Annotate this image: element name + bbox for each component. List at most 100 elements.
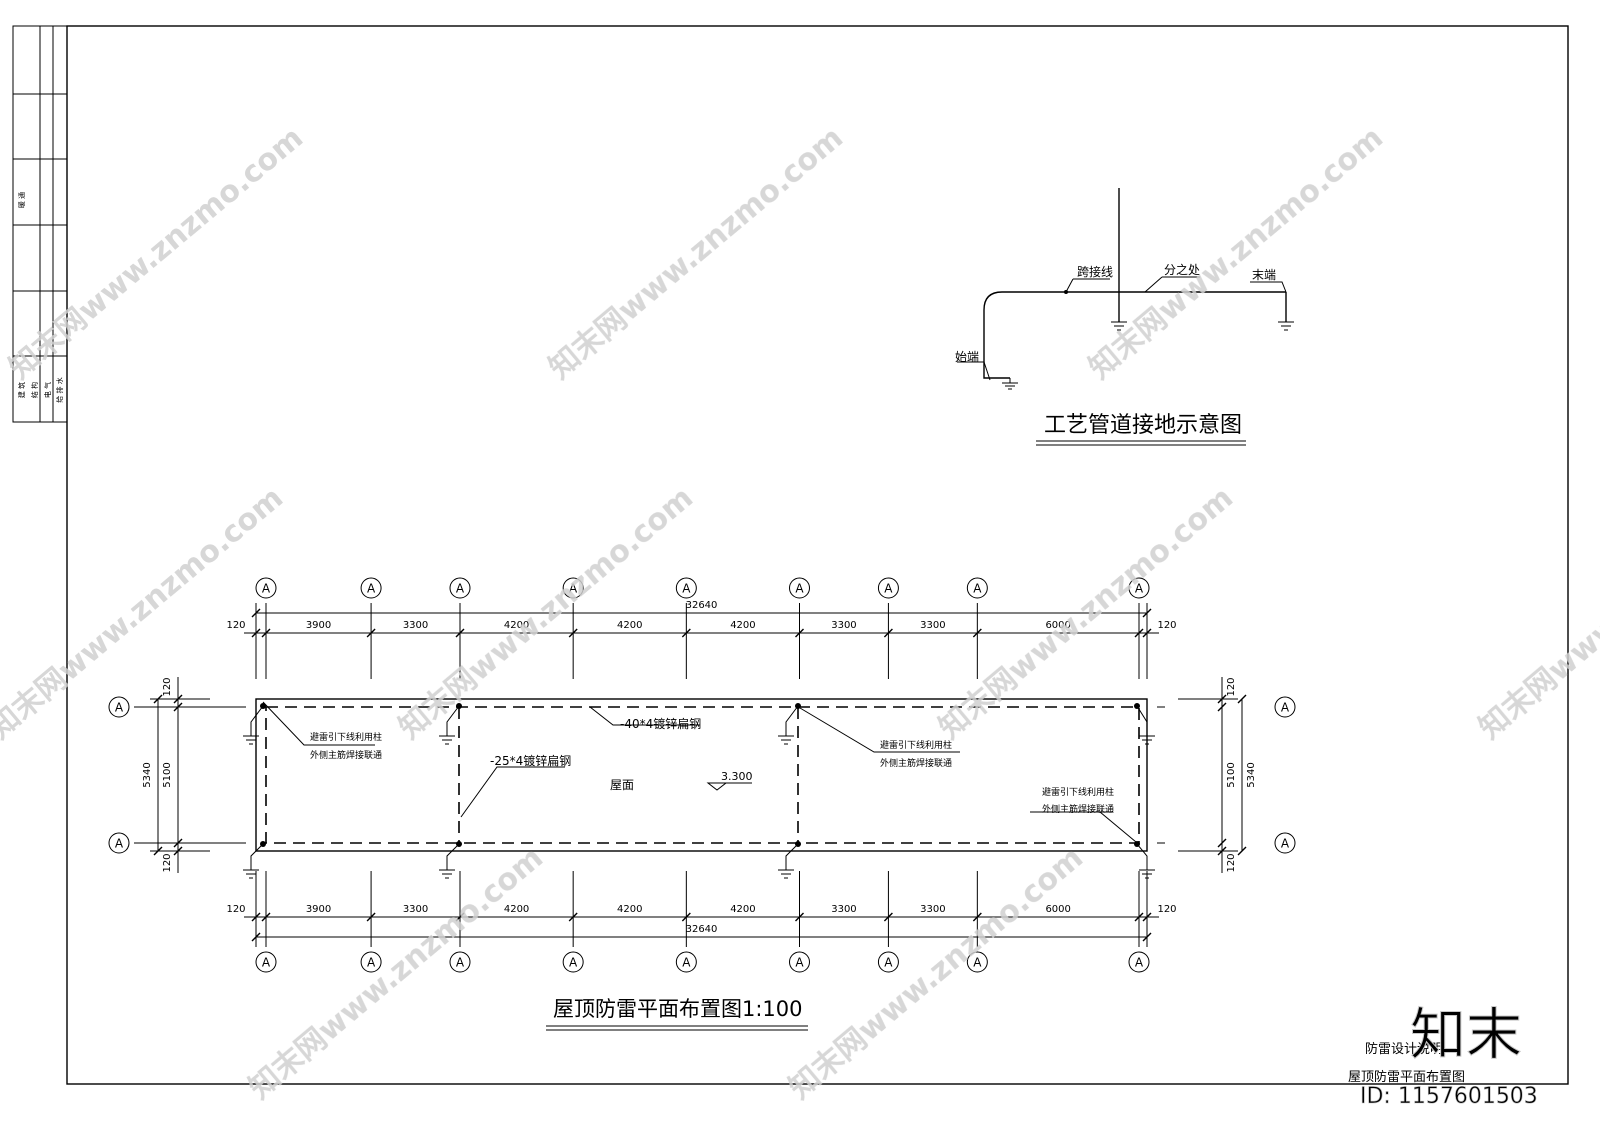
dimension-tick xyxy=(883,628,893,638)
watermark-id: ID: 1157601503 xyxy=(1360,1084,1538,1109)
axis-bubble-label: A xyxy=(569,956,578,970)
end-dimension-label: 120 xyxy=(162,677,173,696)
dimension-tick xyxy=(1142,628,1152,638)
total-dimension-label: 32640 xyxy=(686,924,718,935)
dimension-tick xyxy=(455,628,465,638)
dimension-tick xyxy=(795,912,804,922)
span-dimension-label: 4200 xyxy=(730,904,755,915)
dimension-tick xyxy=(1217,694,1227,704)
axis-bubble-label: A xyxy=(884,956,893,970)
dimension-tick xyxy=(1142,932,1152,942)
title-block-label-plumb: 给 排 水 xyxy=(55,377,64,402)
downlead-conductor xyxy=(250,843,264,870)
axis-bubble-label: A xyxy=(795,956,804,970)
axis-bubble xyxy=(108,832,130,854)
downlead-conductor xyxy=(250,705,264,736)
annotation-flat-steel-25: -25*4镀锌扁钢 xyxy=(490,754,571,768)
axis-bubble-label: A xyxy=(367,956,376,970)
end-dimension-label: 120 xyxy=(162,853,173,872)
roof-outline xyxy=(255,698,1148,852)
dimension-tick xyxy=(883,912,893,922)
dimension-tick xyxy=(795,628,804,638)
height-outer-label: 5340 xyxy=(142,762,153,787)
end-dimension-label: 120 xyxy=(1226,677,1237,696)
downlead-conductor xyxy=(1136,843,1148,870)
downlead-conductor xyxy=(446,705,460,736)
end-dimension-label: 120 xyxy=(1157,904,1176,915)
axis-bubble xyxy=(449,951,471,973)
dimension-tick xyxy=(1217,838,1227,848)
axis-bubble xyxy=(360,951,382,973)
end-dimension-label: 120 xyxy=(1157,620,1176,631)
dimension-tick xyxy=(1134,912,1144,922)
downlead-conductor xyxy=(446,843,460,870)
sheet-title-line2: 屋顶防雷平面布置图 xyxy=(1348,1069,1465,1085)
span-dimension-label: 3300 xyxy=(831,904,856,915)
dimension-tick xyxy=(1237,846,1247,856)
dimension-tick xyxy=(1217,846,1227,856)
label-jumper: 跨接线 xyxy=(1077,264,1113,279)
dimension-tick xyxy=(972,628,982,638)
title-block-label-elec: 电 气 xyxy=(43,382,52,398)
span-dimension-label: 4200 xyxy=(617,620,642,631)
total-dimension-label: 32640 xyxy=(686,600,718,611)
span-dimension-label: 3900 xyxy=(306,620,331,631)
dimension-tick xyxy=(366,628,376,638)
span-dimension-label: 4200 xyxy=(617,904,642,915)
axis-bubble-label: A xyxy=(367,582,376,596)
axis-bubble xyxy=(966,951,988,973)
axis-bubble-label: A xyxy=(1281,701,1290,715)
dimension-tick xyxy=(261,912,271,922)
axis-bubble xyxy=(675,577,697,599)
axis-bubble-label: A xyxy=(682,582,691,596)
dimension-tick xyxy=(173,838,183,848)
roof-plan-title: 屋顶防雷平面布置图1:100 xyxy=(553,997,803,1021)
title-block-label-struct: 结 构 xyxy=(30,382,39,398)
dimension-tick xyxy=(153,694,163,704)
dimension-tick xyxy=(1237,694,1247,704)
sheet-title-block: 防雷设计说明 屋顶防雷平面布置图 xyxy=(1348,1041,1465,1085)
axis-bubble-label: A xyxy=(1135,582,1144,596)
watermark-text: 知末网www.znzmo.com xyxy=(1473,480,1600,746)
dimension-tick xyxy=(173,694,183,704)
dimension-tick xyxy=(173,846,183,856)
jumper-point xyxy=(1064,290,1068,294)
axis-bubble xyxy=(1274,832,1296,854)
dimension-tick xyxy=(251,912,261,922)
axis-bubble xyxy=(1128,951,1150,973)
dimension-tick xyxy=(1134,628,1144,638)
downlead-conductor xyxy=(785,843,799,870)
axis-bubble xyxy=(562,577,584,599)
watermark-text: 知末网www.znzmo.com xyxy=(1083,120,1390,386)
annotation-downlead-mid-2: 外侧主筋焊接联通 xyxy=(880,757,952,769)
ground-symbol-branch xyxy=(1111,321,1127,331)
label-start: 始端 xyxy=(955,350,979,364)
dimension-tick xyxy=(568,912,578,922)
annotation-elevation: 3.300 xyxy=(721,770,753,783)
axis-bubble-label: A xyxy=(115,837,124,851)
title-block-strip: 暖 通 建 筑 结 构 电 气 给 排 水 xyxy=(12,25,68,423)
axis-bubble xyxy=(255,951,277,973)
span-dimension-label: 3300 xyxy=(403,904,428,915)
axis-bubble xyxy=(789,577,810,599)
span-dimension-label: 3300 xyxy=(920,904,945,915)
axis-bubble-label: A xyxy=(456,582,465,596)
axis-bubble xyxy=(966,577,988,599)
axis-bubble xyxy=(108,696,130,718)
axis-bubble xyxy=(789,951,810,973)
span-dimension-label: 4200 xyxy=(504,620,529,631)
span-dimension-label: 4200 xyxy=(730,620,755,631)
annotation-flat-steel-40: -40*4镀锌扁钢 xyxy=(620,717,701,731)
downlead-conductor xyxy=(785,705,799,736)
axis-bubble-label: A xyxy=(973,582,982,596)
sheet-title-line1: 防雷设计说明 xyxy=(1365,1041,1443,1057)
dimension-tick xyxy=(681,628,691,638)
pipe-diagram-title: 工艺管道接地示意图 xyxy=(1044,413,1242,438)
dimension-tick xyxy=(568,628,578,638)
end-dimension-label: 120 xyxy=(226,904,245,915)
